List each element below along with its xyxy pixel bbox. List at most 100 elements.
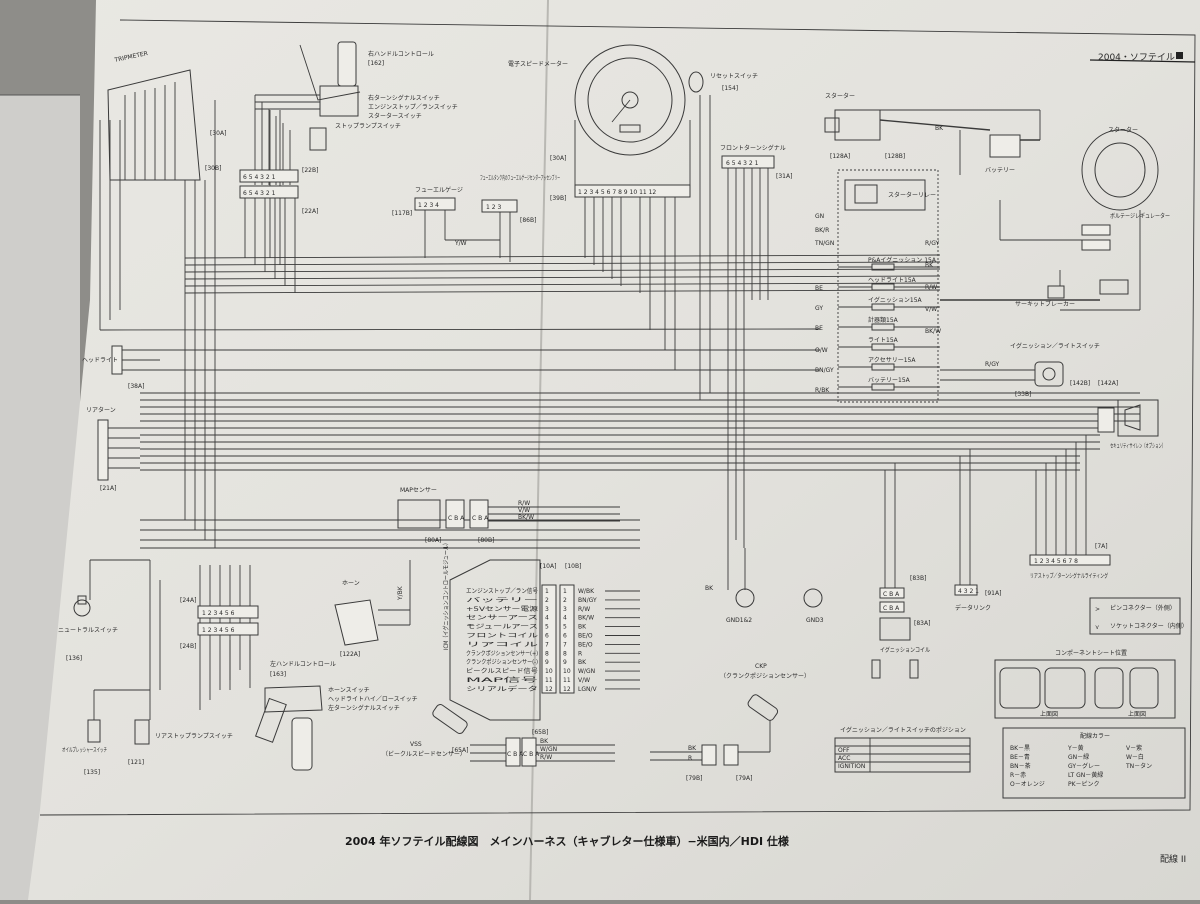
svg-text:[162]: [162] (368, 60, 384, 67)
icm-wire-color: W/GN (578, 668, 595, 675)
battery-icon (989, 134, 1021, 158)
fuse-label: バッテリー15A (868, 377, 911, 384)
icm-wire-color: LGN/V (578, 686, 598, 693)
front-turn-signal: フロントターンシグナル 6 5 4 3 2 1 [31A] (720, 144, 792, 548)
icm-pin-label: クランクポジションセンサー(-) (466, 658, 538, 666)
icm-pin-label: ビークルスピード信号 (466, 667, 538, 675)
harness-trunk (99, 254, 1140, 549)
diagram-sheet (28, 0, 1200, 900)
svg-text:ACC: ACC (838, 755, 850, 762)
icm-module: ICM（イグニッションコントロールモジュール） [10A] [10B] エンジン… (442, 540, 640, 721)
svg-text:オイルプレッシャースイッチ: オイルプレッシャースイッチ (62, 747, 107, 754)
svg-text:右ハンドルコントロール: 右ハンドルコントロール (368, 50, 434, 58)
rear-turn-connector: 1 2 3 4 5 6 7 8 [7A] リアストップ／ターンシグナルライティン… (1029, 435, 1111, 580)
fuse-label: ヘッドライト15A (868, 277, 917, 284)
svg-text:ストップランプスイッチ: ストップランプスイッチ (335, 123, 401, 130)
color-code: GN－緑 (1068, 753, 1089, 761)
wire-color-label: GN (815, 213, 824, 220)
icm-wire-color: W/BK (578, 588, 595, 595)
icm-pin-number: 3 (545, 606, 549, 613)
svg-text:1 2 3 4 5 6: 1 2 3 4 5 6 (202, 610, 235, 617)
svg-text:C B A: C B A (883, 605, 900, 612)
icm-pin-number: 11 (545, 677, 553, 684)
svg-text:BK: BK (705, 585, 714, 592)
color-code: O－オレンジ (1010, 781, 1045, 788)
svg-text:エンジンストップ／ランスイッチ: エンジンストップ／ランスイッチ (368, 104, 458, 111)
svg-text:[10B]: [10B] (565, 563, 581, 570)
icm-pin-number: 6 (545, 633, 549, 640)
switch-position-table: イグニッション／ライトスイッチのポジション OFF ACC IGNITION (834, 726, 971, 773)
svg-text:配線カラー: 配線カラー (1080, 732, 1110, 740)
svg-text:1 2 3 4 5 6: 1 2 3 4 5 6 (202, 627, 235, 634)
wire-color-label: O/W (815, 347, 828, 354)
svg-text:Y/W: Y/W (454, 240, 467, 247)
svg-text:[117B]: [117B] (392, 210, 412, 217)
icm-wire-color: BK/W (578, 615, 594, 622)
icm-pin-number: 11 (563, 677, 571, 684)
svg-text:左ターンシグナルスイッチ: 左ターンシグナルスイッチ (328, 704, 400, 712)
svg-text:[24A]: [24A] (180, 597, 196, 604)
vss-sensor: [65A] [65B] VSS （ビークルスピードセンサー） C B A C B… (382, 704, 615, 767)
icm-pin-label: MAP信号 (466, 676, 538, 684)
svg-text:右ターンシグナルスイッチ: 右ターンシグナルスイッチ (368, 94, 440, 102)
svg-text:BK: BK (935, 125, 944, 132)
wire-color-label: BK/W (925, 328, 941, 335)
icm-pin-number: 6 (563, 633, 567, 640)
page-corner: 配線 II (1160, 853, 1186, 865)
bottom-left-switches: ニュートラルスイッチ [136] オイルプレッシャースイッチ [135] リアス… (58, 595, 233, 776)
svg-text:ソケットコネクター（内側）: ソケットコネクター（内側） (1110, 622, 1188, 630)
svg-text:R/GY: R/GY (985, 361, 1000, 368)
color-code: PK－ピンク (1068, 781, 1100, 788)
wire-color-label: BE (815, 325, 823, 332)
svg-text:R/W: R/W (518, 500, 530, 507)
wire-color-label: R/GY (925, 240, 940, 247)
icm-pin-label: エンジンストップ／ラン信号 (466, 587, 538, 595)
color-code: GY－グレー (1068, 762, 1100, 770)
svg-text:[86B]: [86B] (520, 217, 536, 224)
data-link: 4 3 2 1 データリンク [91A] (954, 449, 1001, 612)
icm-wire-color: BK (578, 659, 587, 666)
icm-pin-label: センサーアース (466, 615, 538, 622)
svg-text:左ハンドルコントロール: 左ハンドルコントロール (270, 660, 336, 668)
icm-pin-label: バッテリー (466, 597, 538, 604)
color-code: BK－黒 (1010, 745, 1030, 752)
svg-text:[136]: [136] (66, 655, 82, 662)
svg-text:[33B]: [33B] (1015, 391, 1031, 398)
svg-text:ニュートラルスイッチ: ニュートラルスイッチ (58, 627, 118, 634)
starter-relay-area: スターター [128A] [128B] バッテリー BK スターターリレー P&… (824, 92, 1041, 403)
svg-text:6 5 4 3 2 1: 6 5 4 3 2 1 (726, 160, 759, 167)
svg-text:C B A: C B A (448, 515, 465, 522)
color-code: R－赤 (1010, 772, 1026, 779)
svg-text:（ビークルスピードセンサー）: （ビークルスピードセンサー） (382, 750, 466, 758)
svg-text:[121]: [121] (128, 759, 144, 766)
svg-text:[24B]: [24B] (180, 643, 196, 650)
fuse-label: アクセサリー15A (868, 357, 916, 364)
svg-text:スターター: スターター (1108, 126, 1138, 134)
fuse-label: イグニッション15A (868, 296, 923, 304)
fuse-label: P&Aイグニッション 15A (868, 256, 937, 264)
icm-pin-label: クランクポジションセンサー(+) (466, 649, 538, 657)
svg-text:[80B]: [80B] (478, 537, 494, 544)
icm-pin-label: リアコイル (466, 641, 538, 648)
wire-color-label: BK (925, 262, 934, 269)
svg-text:[79B]: [79B] (686, 775, 702, 782)
svg-text:1 2 3: 1 2 3 (486, 204, 501, 211)
svg-text:リアターン: リアターン (86, 406, 116, 414)
svg-text:リアストップランプスイッチ: リアストップランプスイッチ (155, 733, 233, 740)
left-handlebar-controls: [24A] 1 2 3 4 5 6 1 2 3 4 5 6 [24B] 左ハンド… (180, 597, 418, 771)
svg-text:ホーン: ホーン (342, 580, 360, 587)
color-code: V－紫 (1126, 744, 1142, 752)
security-siren: セキュリティサイレン（オプション） [142B] [142A] (1070, 380, 1165, 450)
icm-pin-number: 8 (563, 650, 567, 657)
icm-pin-label: +5Vセンサー電源 (466, 605, 538, 613)
icm-pin-number: 9 (563, 659, 567, 666)
svg-text:⋎: ⋎ (1095, 624, 1100, 631)
wire-color-label: V/W (925, 306, 937, 313)
wire-color-table: 配線カラー BK－黒BE－青BN－茶R－赤O－オレンジY－黄GN－緑GY－グレー… (1002, 727, 1186, 799)
left-vertical-wires (89, 100, 281, 720)
icm-pin-number: 2 (563, 597, 567, 604)
svg-text:[135]: [135] (84, 769, 100, 776)
svg-text:[22B]: [22B] (302, 167, 318, 174)
svg-text:4 3 2 1: 4 3 2 1 (958, 588, 979, 595)
wire-color-label: BN/GY (815, 367, 834, 374)
